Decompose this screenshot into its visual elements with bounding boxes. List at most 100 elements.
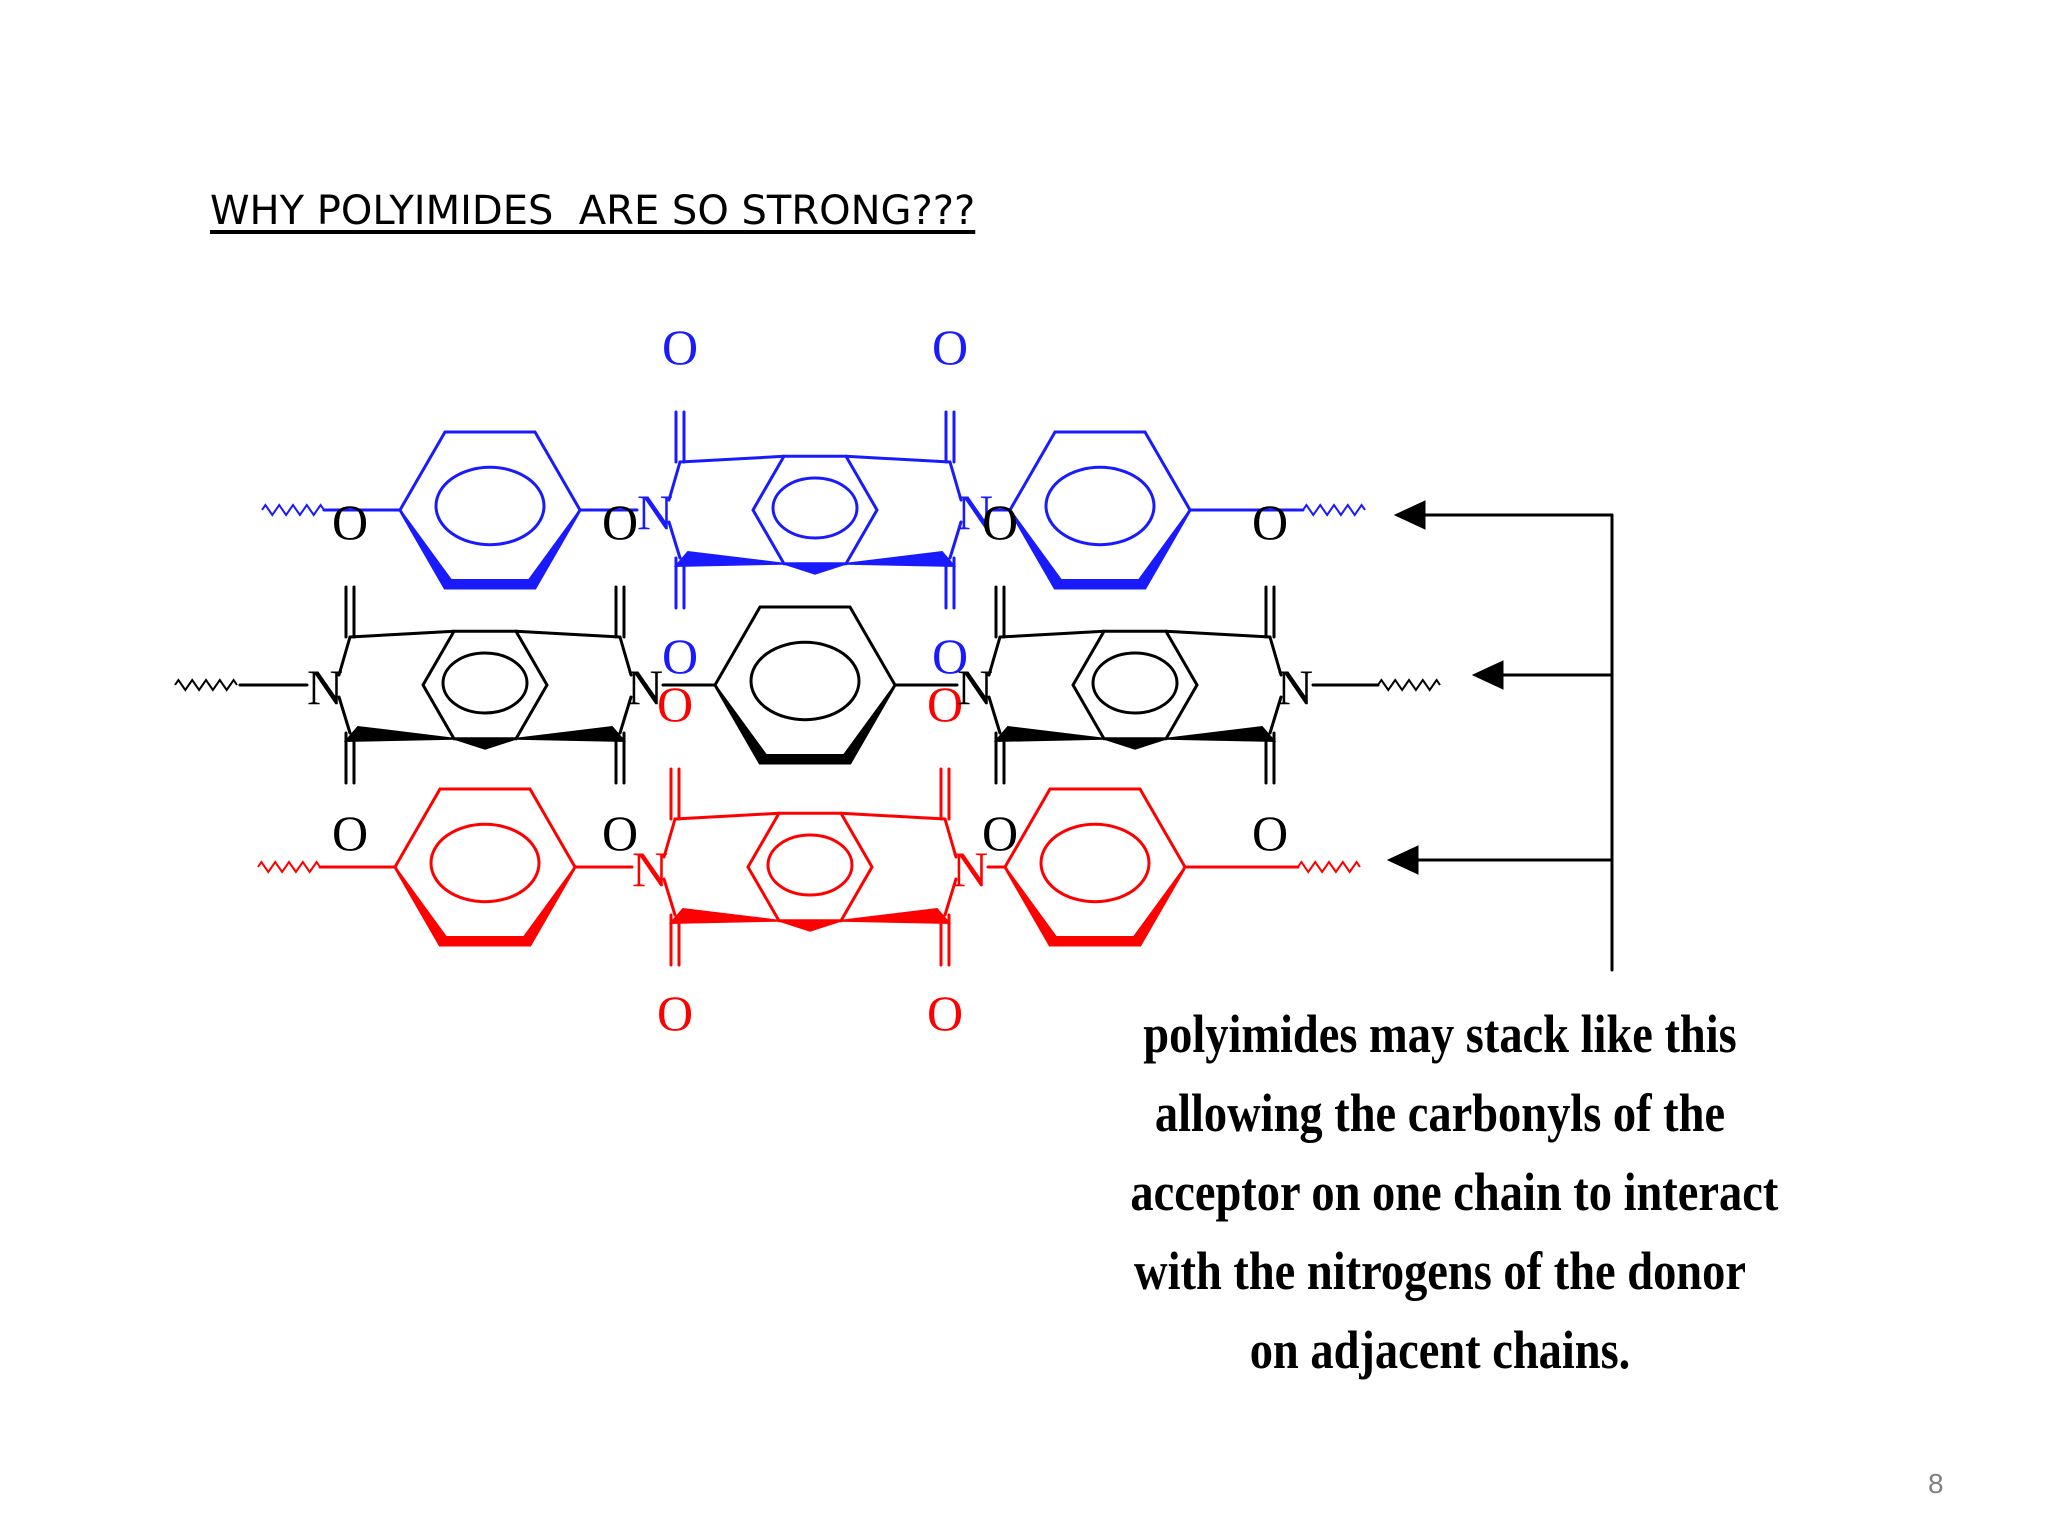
core-aromatic-circle xyxy=(771,476,859,540)
slide-title: WHY POLYIMIDES ARE SO STRONG??? xyxy=(210,188,976,234)
oxygen-label: O xyxy=(602,805,638,861)
caption-line-2: allowing the carbonyls of the xyxy=(1154,1083,1726,1143)
imide-bond xyxy=(998,629,1106,639)
nitrogen-label: N xyxy=(957,659,993,715)
nitrogen-label: N xyxy=(1277,659,1313,715)
caption-line-5: on adjacent chains. xyxy=(1249,1320,1631,1380)
page-number: 8 xyxy=(1928,1468,1944,1499)
nitrogen-label: N xyxy=(632,841,668,897)
arrow-head xyxy=(1386,845,1419,875)
imide-wedge-bond xyxy=(840,907,952,925)
core-aromatic-circle xyxy=(1091,651,1179,715)
wavy-chain-continuation xyxy=(174,678,238,692)
phenyl-ring xyxy=(393,787,577,947)
oxygen-label: O xyxy=(932,319,968,375)
ring-outline xyxy=(1003,787,1187,947)
diagram-caption: polyimides may stack like this allowing … xyxy=(1130,995,1779,1390)
imide-bond xyxy=(662,817,677,859)
core-aromatic-circle xyxy=(766,833,854,897)
ring-outline xyxy=(713,605,897,765)
arrow-head xyxy=(1393,500,1426,530)
imide-bond xyxy=(348,629,456,639)
imide-bond xyxy=(943,877,958,917)
ring-bold-edge xyxy=(1009,509,1191,589)
oxygen-label: O xyxy=(662,319,698,375)
oxygen-label: O xyxy=(1252,805,1288,861)
imide-bond xyxy=(337,695,352,735)
imide-wedge-bond xyxy=(343,725,455,743)
imide-bond xyxy=(667,460,682,502)
imide-wedge-bond xyxy=(1165,725,1277,743)
aromatic-circle xyxy=(1039,822,1151,904)
nitrogen-label: N xyxy=(952,841,988,897)
imide-wedge-bond xyxy=(673,550,785,568)
imide-bond xyxy=(948,520,963,560)
core-bold-edge xyxy=(453,737,517,750)
oxygen-label: O xyxy=(932,628,968,684)
ring-bold-edge xyxy=(714,684,896,764)
imide-bond xyxy=(943,817,958,859)
caption-line-4: with the nitrogens of the donor xyxy=(1134,1241,1746,1301)
imide-bond xyxy=(337,635,352,677)
imide-bond xyxy=(1268,635,1283,677)
imide-bond xyxy=(948,460,963,502)
core-aromatic-circle xyxy=(441,651,529,715)
ring-outline xyxy=(393,787,577,947)
imide-bond xyxy=(844,454,952,464)
oxygen-label: O xyxy=(662,628,698,684)
ring-outline xyxy=(1008,430,1192,590)
phenyl-ring xyxy=(713,605,897,765)
core-bold-edge xyxy=(1103,737,1167,750)
aromatic-circle xyxy=(1044,465,1156,547)
imide-bond xyxy=(662,877,677,917)
aromatic-circle xyxy=(429,822,541,904)
wavy-chain-continuation xyxy=(1377,678,1441,692)
imide-bond xyxy=(987,695,1002,735)
oxygen-label: O xyxy=(657,985,693,1041)
imide-bond xyxy=(678,454,786,464)
aromatic-circle xyxy=(749,640,861,722)
ring-bold-edge xyxy=(394,866,576,946)
pyromellitic-diimide-core: O O O O N N xyxy=(307,494,663,861)
caption-line-3: acceptor on one chain to interact xyxy=(1130,1162,1779,1222)
phenyl-ring xyxy=(1003,787,1187,947)
imide-bond xyxy=(618,635,633,677)
aromatic-circle xyxy=(434,465,546,547)
core-bold-edge xyxy=(783,562,847,575)
nitrogen-label: N xyxy=(307,659,343,715)
ring-bold-edge xyxy=(1004,866,1186,946)
imide-wedge-bond xyxy=(845,550,957,568)
wavy-chain-continuation xyxy=(1302,503,1366,517)
wavy-chain-continuation xyxy=(261,503,325,517)
imide-bond xyxy=(839,811,947,821)
oxygen-label: O xyxy=(332,494,368,550)
oxygen-label: O xyxy=(602,494,638,550)
nitrogen-label: N xyxy=(957,484,993,540)
phenyl-ring xyxy=(398,430,582,590)
imide-bond xyxy=(987,635,1002,677)
core-bold-edge xyxy=(778,919,842,932)
oxygen-label: O xyxy=(332,805,368,861)
imide-wedge-bond xyxy=(993,725,1105,743)
imide-bond xyxy=(667,520,682,560)
imide-bond xyxy=(618,695,633,735)
nitrogen-label: N xyxy=(637,484,673,540)
imide-wedge-bond xyxy=(668,907,780,925)
nitrogen-label: N xyxy=(627,659,663,715)
arrow-head xyxy=(1471,660,1504,690)
caption-line-1: polyimides may stack like this xyxy=(1143,1004,1737,1064)
wavy-chain-continuation xyxy=(257,860,321,874)
imide-bond xyxy=(673,811,781,821)
stacking-arrows xyxy=(1386,500,1614,972)
ring-outline xyxy=(398,430,582,590)
imide-bond xyxy=(1164,629,1272,639)
imide-bond xyxy=(514,629,622,639)
oxygen-label: O xyxy=(982,494,1018,550)
